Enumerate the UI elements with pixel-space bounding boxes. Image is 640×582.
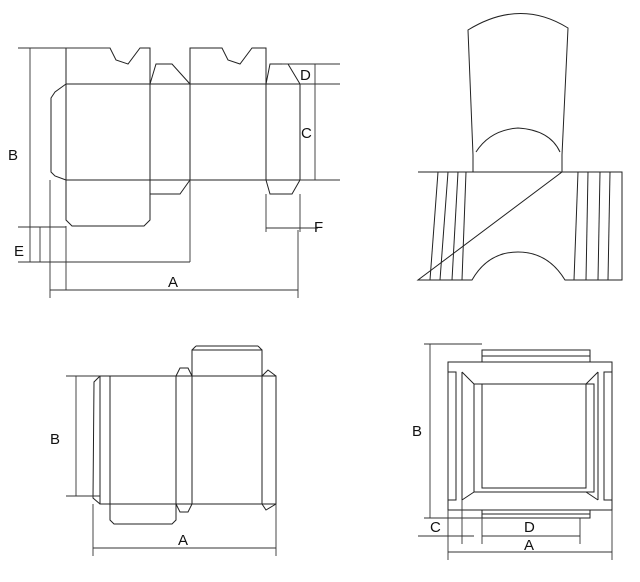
tray-box-dieline: B E A D C F bbox=[8, 47, 340, 298]
label-c-top-left: C bbox=[301, 125, 312, 142]
square-tray-dieline: B C D A bbox=[412, 343, 613, 560]
label-b-bottom-left: B bbox=[50, 431, 60, 448]
label-c-bottom-right: C bbox=[430, 519, 441, 536]
label-b-bottom-right: B bbox=[412, 423, 422, 440]
label-e-top-left: E bbox=[14, 243, 24, 260]
label-a-top-left: A bbox=[168, 274, 178, 291]
label-a-bottom-left: A bbox=[178, 532, 188, 549]
hanger-box-dieline bbox=[416, 13, 623, 281]
label-d-top-left: D bbox=[300, 67, 311, 84]
label-d-bottom-right: D bbox=[524, 519, 535, 536]
label-f-top-left: F bbox=[314, 219, 323, 236]
label-a-bottom-right: A bbox=[524, 537, 534, 554]
label-b-top-left: B bbox=[8, 147, 18, 164]
sleeve-box-dieline: B A bbox=[50, 345, 277, 556]
